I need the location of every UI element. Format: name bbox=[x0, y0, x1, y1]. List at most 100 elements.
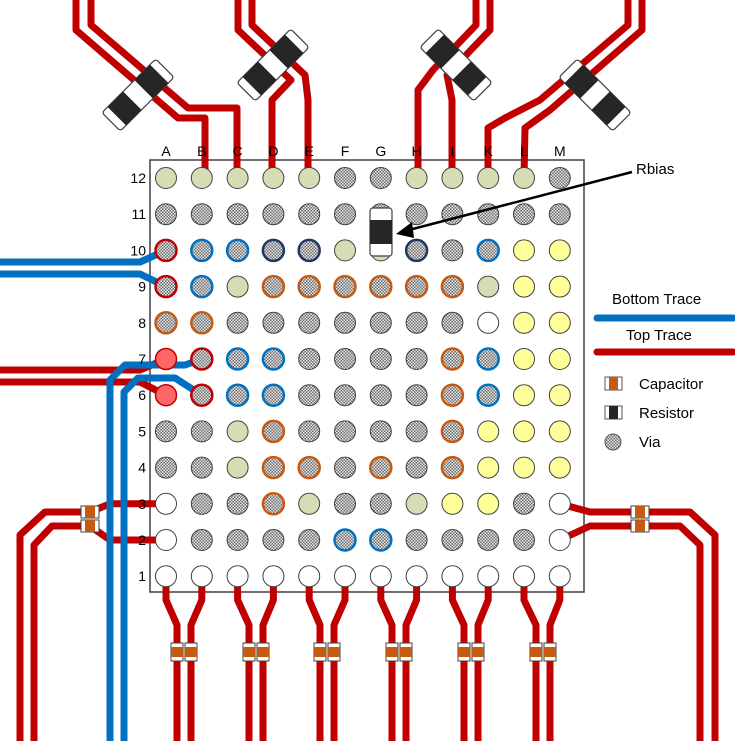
ball-pad-C10 bbox=[225, 238, 250, 263]
ball-pad-C3 bbox=[226, 492, 249, 515]
ball-pad-B12 bbox=[190, 167, 213, 189]
row-label: 8 bbox=[138, 315, 146, 331]
ball-pad-B2 bbox=[190, 529, 213, 551]
ball-pad-H6 bbox=[405, 384, 428, 407]
ball-pad-A4 bbox=[155, 456, 177, 479]
ball-pad-A5 bbox=[155, 420, 177, 443]
ball-pad-E12 bbox=[298, 167, 321, 189]
ball-pad-F12 bbox=[334, 167, 356, 189]
ball-pad-F3 bbox=[334, 492, 356, 515]
ball-pad-G1 bbox=[369, 565, 392, 588]
ball-pad-G3 bbox=[369, 492, 392, 515]
ball-pad-H3 bbox=[405, 492, 428, 515]
capacitor-symbol bbox=[399, 642, 413, 662]
ball-pad-M6 bbox=[548, 384, 571, 407]
ball-pad-C8 bbox=[226, 311, 249, 334]
ball-pad-C11 bbox=[226, 203, 249, 226]
ball-pad-C4 bbox=[226, 456, 249, 479]
ball-pad-K9 bbox=[477, 275, 500, 298]
ball-pad-L1 bbox=[513, 565, 535, 588]
ball-pad-C7 bbox=[225, 347, 250, 371]
capacitor-symbol bbox=[457, 642, 471, 662]
legend-via-icon bbox=[604, 433, 622, 451]
ball-pad-L2 bbox=[513, 529, 535, 551]
legend-capacitor-label: Capacitor bbox=[639, 376, 703, 393]
ball-pad-A2 bbox=[155, 529, 177, 551]
row-label: 4 bbox=[138, 460, 146, 476]
capacitor-symbol bbox=[242, 642, 256, 662]
legend-top-trace-label: Top Trace bbox=[626, 327, 692, 344]
ball-pad-D5 bbox=[261, 419, 286, 444]
legend-capacitor-icon bbox=[604, 376, 623, 391]
ball-pad-E11 bbox=[298, 203, 321, 226]
top-trace bbox=[248, 0, 312, 182]
ball-pad-L12 bbox=[513, 167, 535, 189]
top-trace bbox=[187, 572, 206, 741]
column-label: B bbox=[197, 143, 206, 159]
top-trace bbox=[414, 0, 480, 182]
ball-pad-F1 bbox=[334, 565, 356, 588]
ball-pad-K6 bbox=[476, 383, 500, 407]
ball-pad-K10 bbox=[476, 238, 500, 263]
ball-pad-B9 bbox=[190, 274, 214, 299]
ball-pad-L4 bbox=[513, 456, 535, 479]
ball-pad-K1 bbox=[477, 565, 500, 588]
ball-pad-H4 bbox=[405, 456, 428, 479]
ball-pad-A6 bbox=[154, 383, 178, 407]
column-label: G bbox=[375, 143, 386, 159]
rbias-label: Rbias bbox=[636, 161, 674, 178]
component-layer bbox=[80, 29, 650, 662]
top-trace bbox=[259, 572, 277, 741]
ball-pad-M9 bbox=[548, 275, 571, 298]
ball-pad-G9 bbox=[369, 274, 393, 299]
ball-pad-A9 bbox=[154, 274, 178, 299]
capacitor-symbol bbox=[80, 519, 100, 533]
top-trace bbox=[305, 572, 324, 741]
column-label: E bbox=[305, 143, 314, 159]
bottom-trace bbox=[106, 355, 206, 741]
capacitor-symbol bbox=[471, 642, 485, 662]
ball-pad-B7 bbox=[190, 347, 214, 371]
ball-pad-C6 bbox=[225, 383, 250, 407]
ball-pad-I12 bbox=[441, 167, 464, 189]
rbias-arrow-head bbox=[396, 222, 414, 238]
ball-pad-A8 bbox=[154, 311, 178, 335]
resistor-symbol bbox=[102, 59, 174, 131]
ball-pad-L8 bbox=[513, 311, 535, 334]
top-trace bbox=[234, 572, 253, 741]
ball-pad-I5 bbox=[440, 419, 465, 444]
ball-pad-E7 bbox=[298, 348, 321, 370]
ball-pad-E6 bbox=[298, 384, 321, 407]
top-trace bbox=[72, 0, 209, 182]
ball-pad-L7 bbox=[513, 348, 535, 370]
ball-pad-B6 bbox=[190, 383, 214, 407]
ball-pad-B11 bbox=[190, 203, 213, 226]
row-label: 1 bbox=[138, 568, 146, 584]
ball-pad-M12 bbox=[548, 167, 571, 189]
ball-pad-F10 bbox=[334, 239, 356, 262]
top-trace bbox=[16, 500, 170, 741]
ball-pad-M3 bbox=[548, 492, 571, 515]
ball-pad-H10 bbox=[404, 238, 429, 263]
top-trace bbox=[162, 572, 181, 741]
ball-pad-M5 bbox=[548, 420, 571, 443]
capacitor-symbol bbox=[385, 642, 399, 662]
ball-pad-B3 bbox=[190, 492, 213, 515]
ball-pad-L5 bbox=[513, 420, 535, 443]
rbias-annotation: Rbias bbox=[369, 161, 674, 257]
ball-pad-A10 bbox=[154, 238, 178, 263]
ball-pad-F2 bbox=[333, 528, 357, 552]
top-trace bbox=[377, 572, 396, 741]
ball-pad-E1 bbox=[298, 565, 321, 588]
ball-pad-K12 bbox=[477, 167, 500, 189]
top-trace bbox=[402, 572, 421, 741]
ball-pad-C9 bbox=[226, 275, 249, 298]
ball-pad-A11 bbox=[155, 203, 177, 226]
ball-pad-E9 bbox=[297, 274, 321, 299]
ball-pad-G2 bbox=[369, 528, 393, 552]
ball-pad-H9 bbox=[404, 274, 429, 299]
ball-pad-E8 bbox=[298, 311, 321, 334]
ball-pad-M4 bbox=[548, 456, 571, 479]
resistor-symbol bbox=[559, 59, 631, 131]
